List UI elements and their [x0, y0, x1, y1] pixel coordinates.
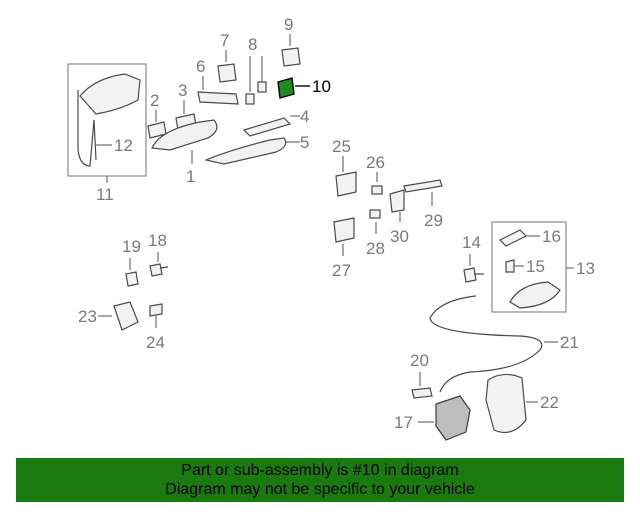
- part-8-clip-b: [257, 81, 267, 93]
- info-banner: Part or sub-assembly is #10 in diagram D…: [16, 458, 624, 502]
- assembly-box-13: [491, 221, 567, 313]
- part-28-bushing: [369, 209, 381, 219]
- part-12-rod: [77, 90, 95, 167]
- part-1-handle: [151, 119, 218, 151]
- part-27-bracket: [333, 217, 355, 243]
- callout-19: 19: [122, 237, 141, 256]
- callout-3: 3: [178, 81, 187, 100]
- part-29-check: [403, 179, 443, 193]
- part-30-strap: [389, 189, 405, 213]
- callout-20: 20: [410, 351, 429, 370]
- part-5-handle: [204, 137, 287, 165]
- callout-25: 25: [332, 137, 351, 156]
- callout-17: 17: [394, 413, 413, 432]
- part-23-striker: [113, 301, 139, 331]
- leader-8: [249, 56, 263, 92]
- part-4-trim: [242, 117, 292, 137]
- callout-13: 13: [576, 259, 595, 278]
- callout-2: 2: [150, 91, 159, 110]
- callout-4: 4: [300, 107, 309, 126]
- parts-diagram: 12 11 2 3 1 6 7 8 9 10 4 5 25 26 29 30 2…: [67, 15, 595, 441]
- callout-12: 12: [114, 136, 133, 155]
- callout-9: 9: [284, 15, 293, 34]
- callout-22: 22: [540, 393, 559, 412]
- callout-26: 26: [366, 153, 385, 172]
- callout-30: 30: [390, 227, 409, 246]
- part-6-rod: [197, 91, 239, 105]
- part-13-inside-handle: [509, 281, 561, 309]
- part-16-lever: [498, 229, 528, 247]
- callout-27: 27: [332, 261, 351, 280]
- part-12-rod-b: [93, 119, 97, 161]
- callout-6: 6: [196, 57, 205, 76]
- part-17-latch: [435, 395, 471, 441]
- part-14-bolt: [463, 267, 484, 283]
- banner-line-2: Diagram may not be specific to your vehi…: [165, 481, 475, 498]
- callout-8: 8: [248, 35, 257, 54]
- callout-10: 10: [312, 77, 331, 96]
- callout-15: 15: [526, 257, 545, 276]
- callout-7: 7: [220, 31, 229, 50]
- callout-5: 5: [300, 133, 309, 152]
- part-21-cable: [429, 295, 543, 393]
- callout-11: 11: [96, 185, 114, 204]
- part-19-nut: [125, 271, 139, 287]
- callout-29: 29: [424, 211, 443, 230]
- part-10-highlighted: [277, 77, 295, 99]
- callout-28: 28: [366, 239, 385, 258]
- part-12-frame: [79, 73, 141, 115]
- part-22-cover: [485, 373, 527, 433]
- callout-24: 24: [146, 333, 165, 352]
- part-26-plug: [371, 185, 383, 195]
- part-20-clip: [411, 387, 433, 399]
- callout-21: 21: [560, 333, 579, 352]
- part-25-bracket: [335, 171, 357, 197]
- part-15-screw: [505, 259, 515, 273]
- part-7-cylinder: [217, 63, 237, 83]
- part-8-clip-a: [245, 93, 255, 105]
- callout-14: 14: [462, 233, 481, 252]
- callout-23: 23: [78, 307, 97, 326]
- banner-line-1: Part or sub-assembly is #10 in diagram: [181, 462, 459, 479]
- callout-16: 16: [542, 227, 561, 246]
- part-18-bolt: [149, 263, 169, 277]
- callout-18: 18: [148, 231, 167, 250]
- part-24-screw: [149, 303, 163, 317]
- part-9-cap: [281, 47, 301, 67]
- callout-1: 1: [186, 167, 195, 186]
